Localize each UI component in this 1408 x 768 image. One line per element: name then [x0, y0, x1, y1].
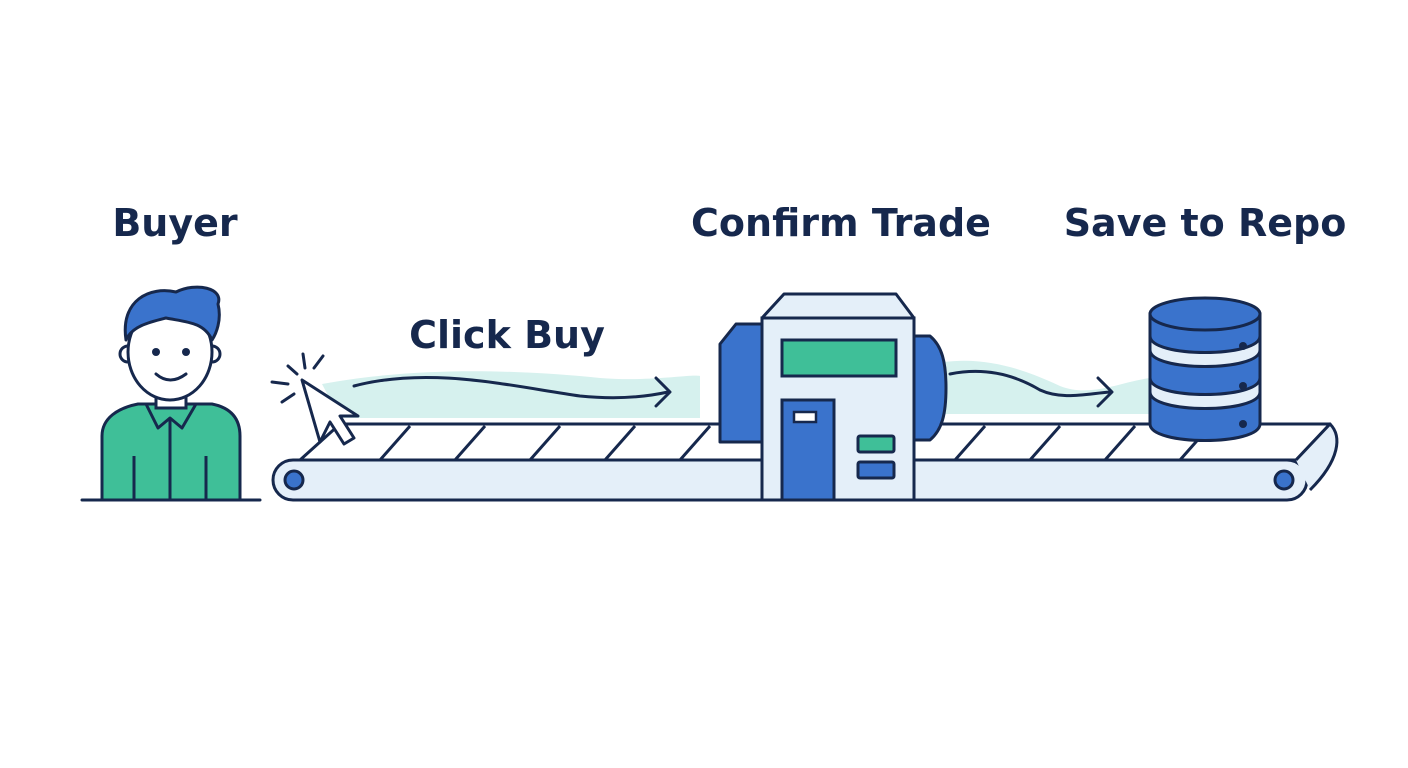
mouse-cursor-icon — [270, 352, 360, 446]
arrow-click-to-confirm-head — [654, 376, 672, 408]
arrow-confirm-to-save-head — [1096, 376, 1114, 408]
buyer-label: Buyer — [112, 201, 238, 245]
database-icon — [1148, 296, 1262, 442]
arrow-click-to-confirm — [352, 375, 670, 400]
person-icon — [80, 285, 262, 502]
confirm-trade-label: Confirm Trade — [691, 201, 991, 245]
flow-wave-right — [944, 360, 1150, 414]
click-buy-label: Click Buy — [409, 313, 605, 357]
trade-machine-icon — [718, 292, 948, 502]
arrow-confirm-to-save — [948, 369, 1112, 398]
flow-wave-left — [322, 371, 700, 418]
save-to-repo-label: Save to Repo — [1064, 201, 1347, 245]
